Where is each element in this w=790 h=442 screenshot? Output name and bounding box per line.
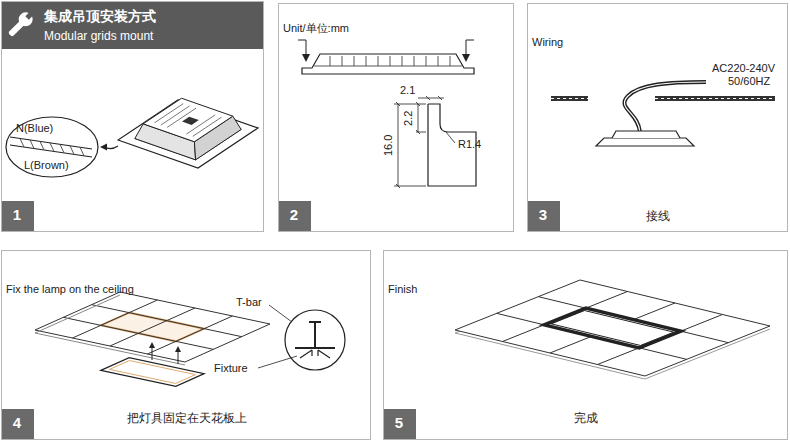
lift-arrow xyxy=(152,346,178,364)
lamp-tile-inner xyxy=(110,361,196,384)
node-text: Fix the lamp on the ceiling xyxy=(6,283,134,296)
dimension-line xyxy=(394,102,426,188)
lamp-fins xyxy=(154,104,221,137)
step-number: 3 xyxy=(528,201,560,231)
node-text: Wiring xyxy=(532,36,563,49)
dimension-label: 2.2 xyxy=(403,110,416,125)
board-hatch xyxy=(551,98,775,99)
wire-bundle xyxy=(10,137,92,157)
node-text: 把灯具固定在天花板上 xyxy=(127,412,247,426)
dimension-label: 2.1 xyxy=(400,84,415,97)
grid-edge xyxy=(35,295,270,365)
lamp-inner-edge xyxy=(551,311,674,346)
step-number-text: 1 xyxy=(13,206,21,223)
wire-callout: N(Blue) L(Brown) xyxy=(5,116,99,178)
step-number: 1 xyxy=(2,201,34,231)
step-number-text: 4 xyxy=(13,414,21,431)
step-panel: 3 接线 Wiring xyxy=(527,3,788,232)
lamp-top xyxy=(154,104,221,137)
ceiling-surface xyxy=(455,280,770,376)
lamp-profile xyxy=(302,54,474,74)
leader-line xyxy=(446,132,455,143)
dimension-label: 16.0 xyxy=(383,134,396,155)
node-text: 完成 xyxy=(574,412,598,426)
step-number-text: 5 xyxy=(395,414,403,431)
wire-color-label: L(Brown) xyxy=(24,159,69,172)
step-panel: 2 Unit/单位:mm xyxy=(278,3,514,232)
part-label: Fixture xyxy=(214,362,248,375)
wrench-notch xyxy=(25,11,33,19)
part-label: T-bar xyxy=(236,296,262,309)
lamp-body xyxy=(612,131,680,138)
power-cable xyxy=(624,82,706,132)
dimension-line xyxy=(416,102,426,134)
heat-fins xyxy=(154,104,221,137)
installed-lamp xyxy=(544,308,681,348)
grid-depth xyxy=(35,295,270,365)
wrench-head xyxy=(16,9,36,29)
node-text: 接线 xyxy=(646,210,670,224)
power-rating: 50/60HZ xyxy=(728,75,770,88)
detail-circle xyxy=(285,310,345,370)
wrench-icon xyxy=(5,8,37,40)
arrow-head xyxy=(149,342,155,348)
power-rating: AC220-240V xyxy=(712,62,775,75)
lamp-tile-outline xyxy=(101,358,204,387)
step-number: 5 xyxy=(384,409,416,439)
arrow-head xyxy=(175,346,181,352)
node-text: Unit/单位:mm xyxy=(283,22,349,35)
grid-lines xyxy=(455,280,770,376)
node-text: Finish xyxy=(388,283,417,296)
lamp-panel xyxy=(596,138,694,146)
callout-ellipse xyxy=(6,117,98,177)
lamp-tile xyxy=(101,358,204,387)
dimension-line xyxy=(418,96,444,100)
fixture-clip xyxy=(300,350,330,358)
profile-fins xyxy=(314,56,462,66)
wire-hatch xyxy=(20,139,84,156)
dimension-label: R1.4 xyxy=(458,138,481,151)
title-bar: 集成吊顶安装方式 Modular grids mount xyxy=(2,2,264,50)
arrow-head xyxy=(302,54,310,62)
step-number-text: 2 xyxy=(290,206,298,223)
lamp-top-face xyxy=(143,98,233,142)
power-cable-core xyxy=(624,82,706,132)
leader-line xyxy=(258,305,297,368)
step-number: 2 xyxy=(279,201,311,231)
t-bar-profile xyxy=(295,322,335,348)
step-panel: 集成吊顶安装方式 Modular grids mountN(Blue) L(Brow… xyxy=(1,1,264,232)
step-number: 4 xyxy=(2,409,34,439)
arrow-head xyxy=(100,144,107,151)
node-text: Modular grids mount xyxy=(44,30,153,44)
arrow-head xyxy=(462,54,470,62)
finished-grid xyxy=(455,280,770,376)
grid-depth-lines xyxy=(35,295,270,365)
wire-color-label: N(Blue) xyxy=(16,122,53,135)
step-number-text: 3 xyxy=(539,206,547,223)
step-panel: 5 完成 Finish xyxy=(383,250,788,440)
step-panel: 4 把灯具固定在天花板上 Fix the lamp on the ceiling xyxy=(1,250,371,440)
node-text: 集成吊顶安装方式 xyxy=(44,8,156,24)
header-bar xyxy=(2,2,263,49)
lamp-driver xyxy=(182,117,199,125)
